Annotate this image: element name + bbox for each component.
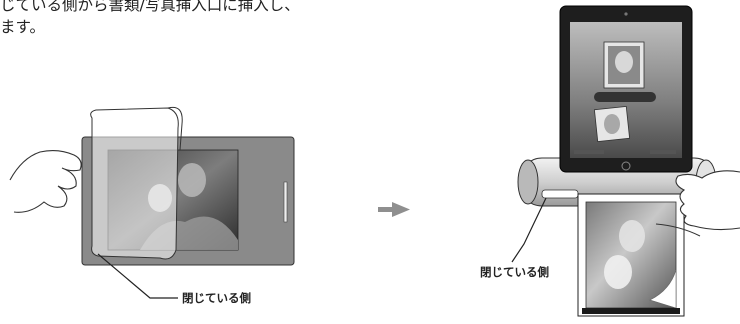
scanner-dock-illustration	[511, 5, 740, 317]
closed-side-label-right: 閉じている側	[480, 265, 549, 279]
transparent-film	[90, 107, 179, 260]
right-leader-line	[511, 197, 547, 263]
closed-side-label-left: 閉じている側	[182, 291, 251, 305]
carrier-sheet-illustration	[9, 106, 295, 299]
instruction-text: じている側から書類/写真挿入口に挿入し、 ます。	[0, 0, 380, 38]
left-leader-line	[97, 253, 178, 299]
instruction-line-2: ます。	[0, 18, 45, 36]
scanner-slot	[541, 189, 579, 199]
hand-left	[9, 149, 82, 213]
carrier-slot	[283, 181, 288, 223]
hand-right	[675, 170, 740, 231]
home-button	[621, 161, 631, 171]
instruction-line-1: じている側から書類/写真挿入口に挿入し、	[0, 0, 300, 14]
arrow-right-icon	[378, 202, 410, 217]
inserted-photo	[585, 201, 677, 309]
